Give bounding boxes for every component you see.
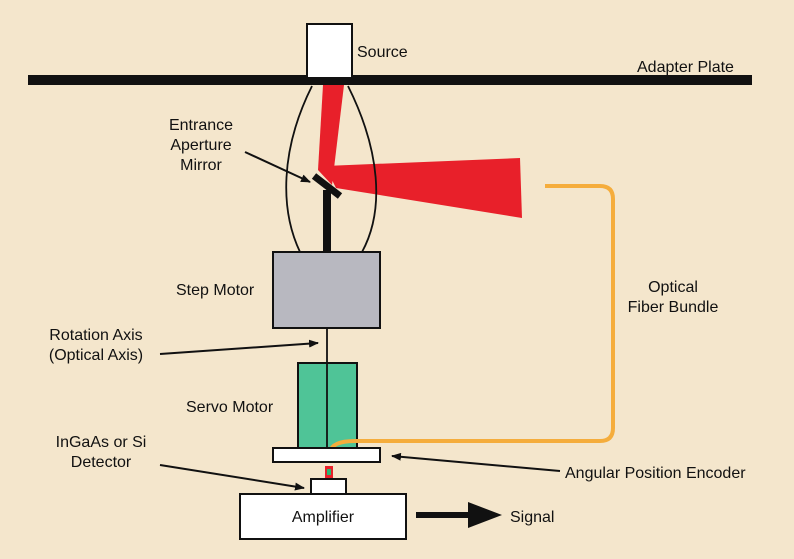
detector-callout-arrow [159, 464, 305, 491]
encoder-label: Angular Position Encoder [565, 465, 746, 482]
mirror-label-line2: Aperture [170, 137, 231, 154]
adapter-plate [28, 75, 752, 85]
adapter-plate-label: Adapter Plate [637, 59, 734, 76]
servo-motor-label: Servo Motor [186, 399, 274, 416]
fiber-label-line1: Optical [648, 279, 698, 296]
rotation-axis-label-line1: Rotation Axis [49, 327, 142, 344]
mirror-callout-arrow [244, 151, 311, 183]
detector-emission-core [327, 469, 331, 475]
amplifier-box [239, 493, 407, 540]
optical-fiber-bundle [328, 184, 615, 453]
detector-label-line1: InGaAs or Si [56, 434, 147, 451]
entrance-aperture-mirror [311, 173, 343, 199]
detector-label-line2: Detector [71, 454, 132, 471]
rotation-axis-callout-arrow [159, 339, 319, 355]
rotation-axis-label-line2: (Optical Axis) [49, 347, 143, 364]
reflected-beam [325, 158, 522, 218]
mirror-label-line1: Entrance [169, 117, 233, 134]
amplifier-label: Amplifier [292, 509, 355, 526]
source-label: Source [357, 44, 408, 61]
angular-position-encoder [272, 447, 381, 463]
source-box [306, 23, 353, 79]
mirror-label-line3: Mirror [180, 157, 222, 174]
rotating-housing-outline [285, 85, 378, 253]
step-motor-label: Step Motor [176, 282, 255, 299]
detector [310, 478, 347, 495]
encoder-callout-arrow [391, 452, 561, 472]
step-motor [272, 251, 381, 329]
signal-label: Signal [510, 509, 554, 526]
incident-beam [318, 85, 344, 185]
mirror-shaft [323, 190, 331, 252]
signal-arrowhead [468, 502, 502, 528]
fiber-label-line2: Fiber Bundle [628, 299, 719, 316]
